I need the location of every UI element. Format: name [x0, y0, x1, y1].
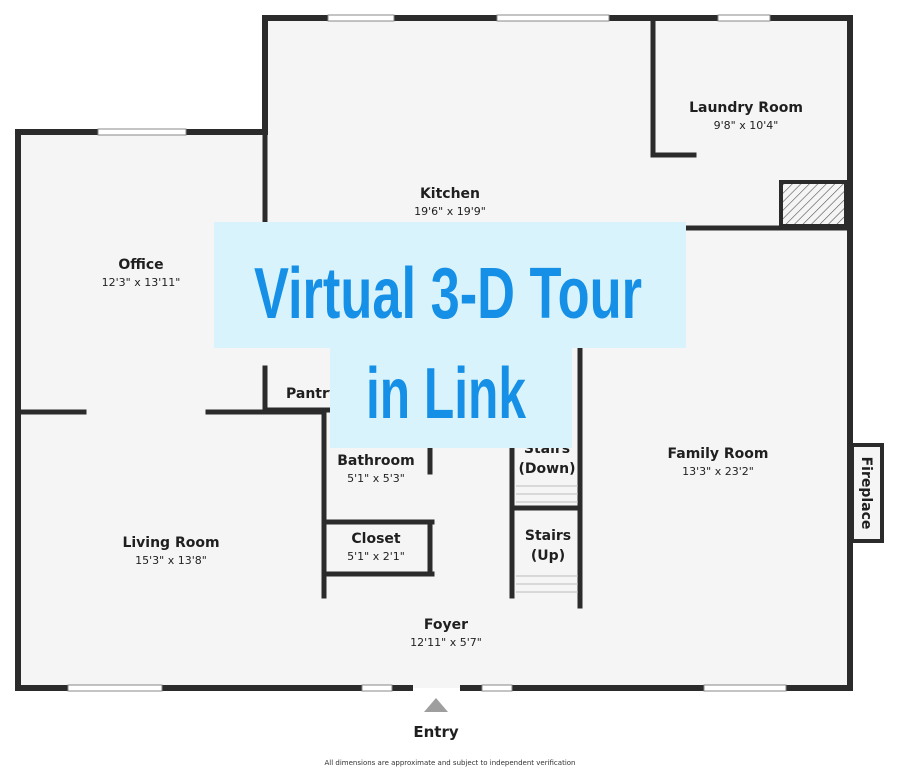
banner-line1: Virtual 3-D Tour — [254, 254, 642, 334]
kitchen-dims: 19'6" x 19'9" — [414, 205, 486, 218]
disclaimer: All dimensions are approximate and subje… — [325, 759, 576, 767]
chimney-block — [779, 180, 848, 228]
entry-label: Entry — [413, 723, 458, 741]
bathroom-dims: 5'1" x 5'3" — [347, 472, 405, 485]
entry-arrow-icon — [424, 698, 448, 712]
stairs-treads — [516, 485, 578, 593]
fireplace: Fireplace — [850, 443, 884, 543]
closet-dims: 5'1" x 2'1" — [347, 550, 405, 563]
stairs-up-line1: Stairs — [525, 528, 571, 544]
stairs-up-line2: (Up) — [531, 548, 565, 564]
living-room-name: Living Room — [122, 535, 219, 551]
virtual-tour-banner: Virtual 3-D Tour in Link — [214, 222, 686, 448]
laundry-room-name: Laundry Room — [689, 100, 803, 116]
interior-walls — [17, 17, 851, 609]
living-room-dims: 15'3" x 13'8" — [135, 554, 207, 567]
family-room-dims: 13'3" x 23'2" — [682, 465, 754, 478]
office-name: Office — [118, 257, 163, 273]
office-dims: 12'3" x 13'11" — [102, 276, 181, 289]
fireplace-label: Fireplace — [858, 457, 874, 530]
kitchen-name: Kitchen — [420, 186, 480, 202]
stairs-down-line2: (Down) — [519, 461, 576, 477]
bathroom-name: Bathroom — [337, 453, 415, 469]
windows — [67, 14, 787, 692]
banner-line2: in Link — [366, 354, 527, 434]
family-room-name: Family Room — [668, 446, 769, 462]
pantry-name: Pantry — [286, 386, 338, 402]
foyer-name: Foyer — [424, 617, 468, 633]
foyer-dims: 12'11" x 5'7" — [410, 636, 482, 649]
closet-name: Closet — [351, 531, 401, 547]
laundry-room-dims: 9'8" x 10'4" — [714, 119, 779, 132]
